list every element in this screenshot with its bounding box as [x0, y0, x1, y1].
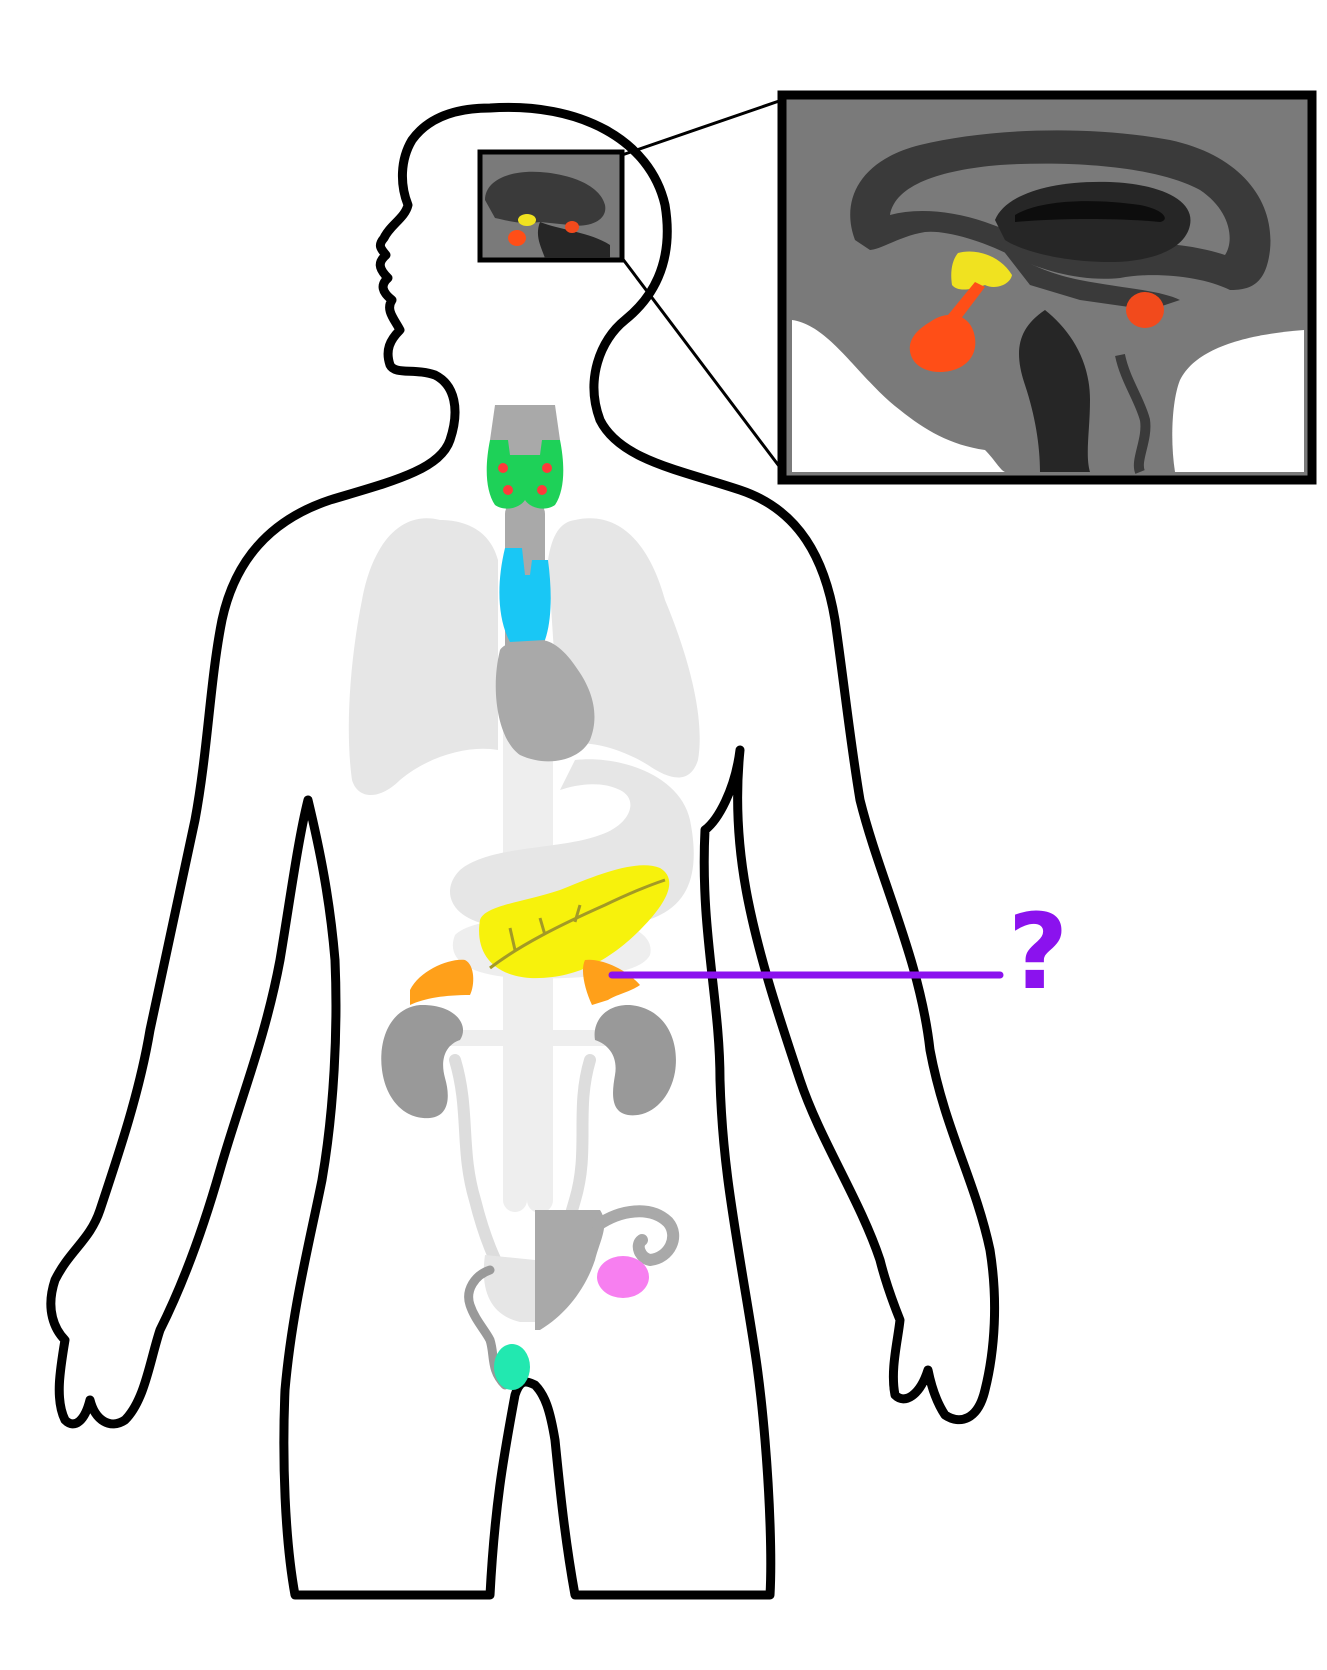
brain-thumbnail-stem [537, 222, 610, 258]
corpus-callosum [995, 181, 1191, 262]
question-mark-label: ? [1007, 891, 1069, 1013]
zoom-connector-bottom [620, 257, 784, 471]
cerebellum-white [1172, 330, 1304, 472]
bladder [483, 1255, 535, 1322]
uterus [535, 1210, 605, 1330]
right-kidney [594, 1004, 676, 1116]
thalamus [995, 240, 1180, 310]
thyroid-gland [486, 440, 564, 509]
fallopian-tube [592, 1205, 680, 1267]
brain-inset [777, 90, 1317, 485]
pituitary-gland [909, 314, 976, 372]
zoom-connector-top [621, 98, 783, 157]
pineal-gland [1126, 292, 1164, 328]
left-adrenal-gland [410, 959, 474, 1005]
ovary [597, 1256, 649, 1298]
lateral-ventricle [1015, 201, 1165, 222]
heart [495, 640, 595, 762]
left-lung [348, 518, 498, 795]
lower-white-region [792, 320, 1005, 472]
brain-thumbnail-cortex [485, 171, 606, 226]
brain-thumbnail-pituitary [508, 230, 526, 246]
parathyroid-gland-3 [503, 485, 513, 495]
brain-thumbnail-pineal [565, 221, 579, 233]
pituitary-stalk [948, 282, 985, 320]
parathyroid-gland-1 [498, 463, 508, 473]
parathyroid-gland-2 [542, 463, 552, 473]
thymus [499, 548, 551, 642]
brain-thumbnail-hypothalamus [518, 214, 536, 226]
parathyroid-gland-4 [537, 485, 547, 495]
left-kidney [381, 1004, 464, 1119]
testis [494, 1344, 530, 1390]
brainstem-outer [1115, 353, 1151, 474]
pancreas [479, 865, 670, 979]
pancreatic-duct [489, 878, 666, 970]
right-adrenal-gland [582, 959, 640, 1005]
brainstem [1019, 310, 1090, 472]
hypothalamus [951, 251, 1012, 290]
brain-thumbnail [477, 149, 625, 263]
vas-deferens [464, 1265, 510, 1390]
